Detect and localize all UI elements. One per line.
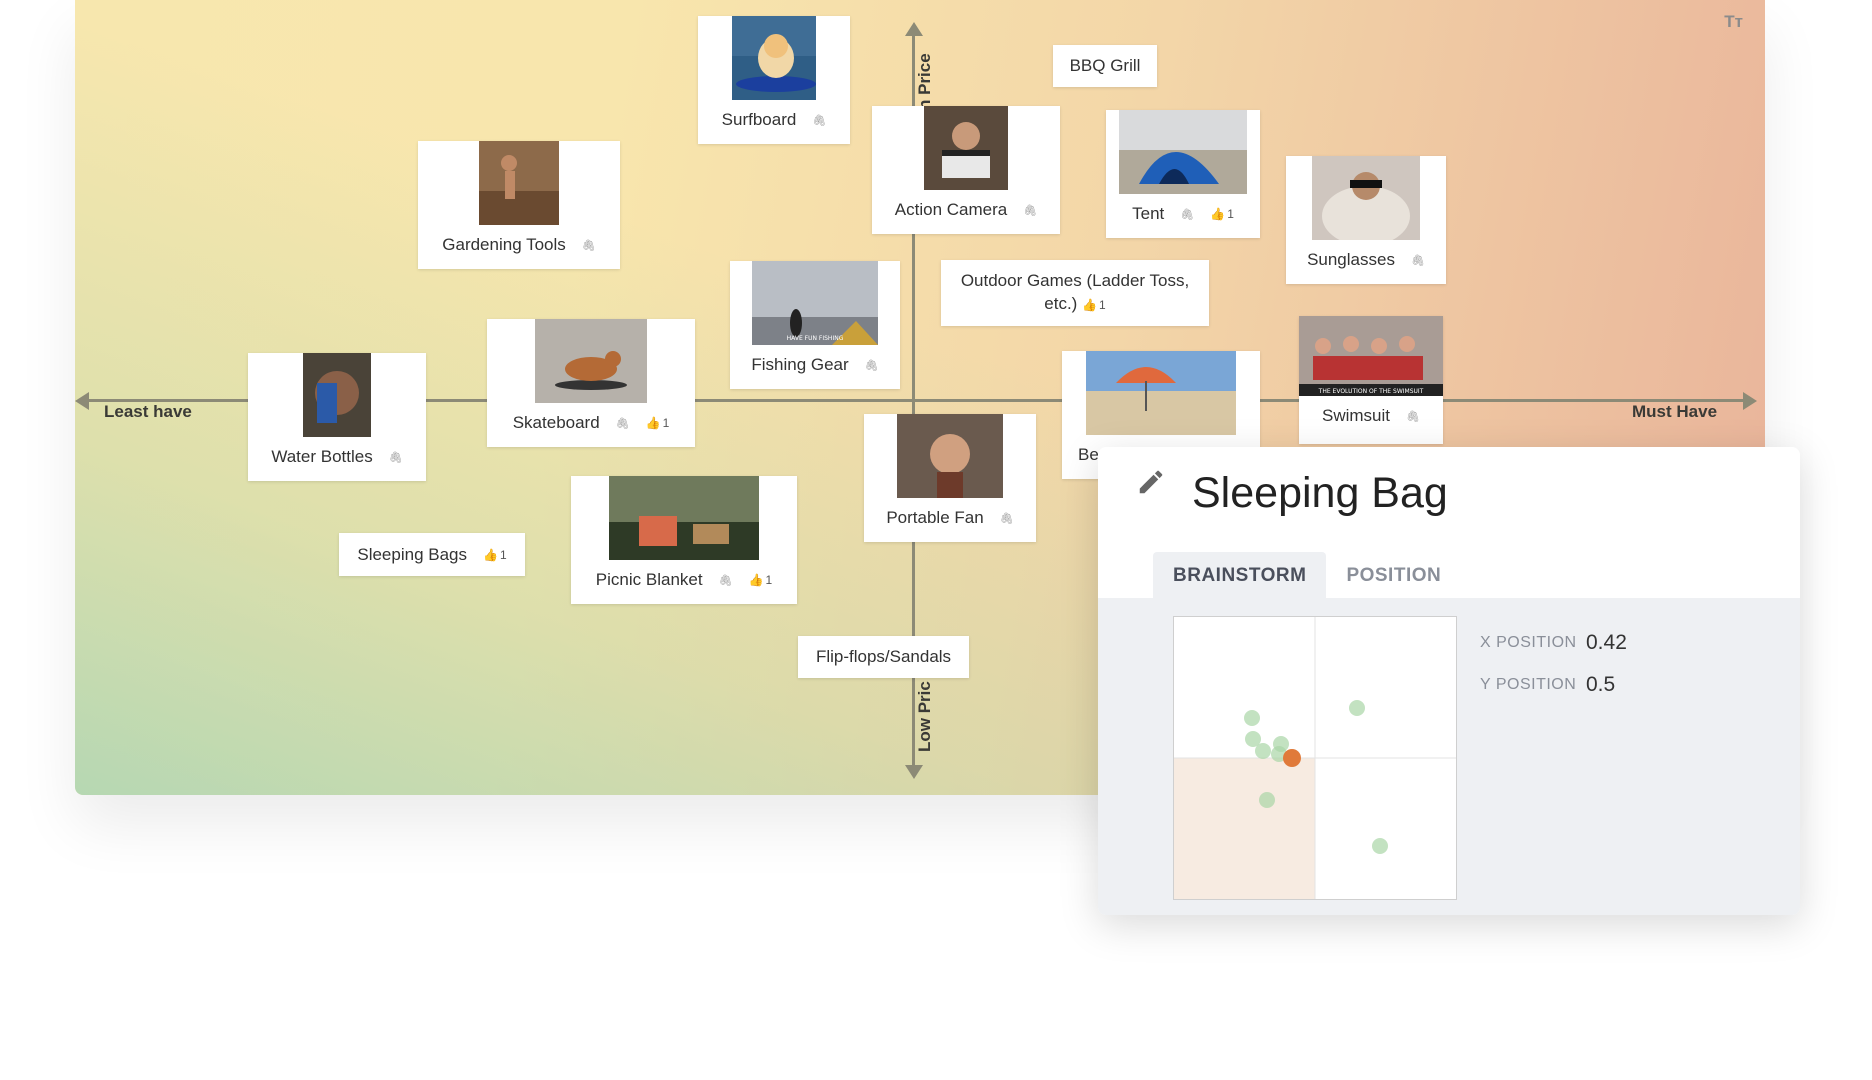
card-sleeping-bags[interactable]: Sleeping Bags 👍1	[339, 533, 525, 576]
thumbs-up-icon[interactable]: 👍1	[483, 547, 507, 562]
card-label: Swimsuit	[1322, 406, 1391, 425]
x-position-value: 0.42	[1586, 631, 1627, 654]
paperclip-icon[interactable]: 🖇	[1023, 204, 1038, 217]
other-item-dot	[1255, 743, 1271, 759]
card-label: Outdoor Games (Ladder Toss, etc.)	[960, 271, 1190, 313]
other-item-dot	[1372, 838, 1388, 854]
paperclip-icon[interactable]: 🖇	[812, 114, 827, 127]
swimsuit-image-caption: THE EVOLUTION OF THE SWIMSUIT	[1318, 388, 1424, 395]
card-label: Surfboard	[721, 110, 797, 129]
card-surfboard[interactable]: Surfboard 🖇	[698, 16, 850, 144]
x-position-label: X POSITION	[1480, 634, 1577, 651]
x-axis-line	[79, 399, 1751, 402]
card-flip-flops-sandals[interactable]: Flip-flops/Sandals	[798, 636, 969, 678]
card-label: BBQ Grill	[1069, 56, 1141, 75]
y-axis-line	[912, 30, 915, 770]
card-bbq-grill[interactable]: BBQ Grill	[1053, 45, 1157, 87]
action-camera-image	[924, 106, 1008, 190]
card-skateboard[interactable]: Skateboard 🖇 👍1	[487, 319, 695, 447]
card-label: Water Bottles	[271, 447, 373, 466]
x-axis-right-label: Must Have	[1632, 402, 1718, 421]
card-fishing-gear[interactable]: HAVE FUN FISHING Fishing Gear 🖇	[730, 261, 900, 389]
paperclip-icon[interactable]: 🖇	[864, 359, 879, 372]
prioritization-board[interactable]: Least have Must Have h Price Low Pric Tт…	[75, 0, 1765, 795]
other-item-dot	[1259, 792, 1275, 808]
card-action-camera[interactable]: Action Camera 🖇	[872, 106, 1060, 234]
card-outdoor-games[interactable]: Outdoor Games (Ladder Toss, etc.) 👍1	[941, 260, 1209, 326]
fishing-gear-image: HAVE FUN FISHING	[752, 261, 878, 345]
card-label: Skateboard	[512, 413, 600, 432]
gardening-tools-image	[479, 141, 559, 225]
other-item-dot	[1244, 710, 1260, 726]
paperclip-icon[interactable]: 🖇	[615, 417, 630, 430]
like-count: 1	[765, 573, 773, 587]
paperclip-icon[interactable]: 🖇	[581, 239, 596, 252]
font-size-toggle-icon[interactable]: Tт	[1724, 12, 1743, 31]
paperclip-icon[interactable]: 🖇	[1406, 410, 1420, 423]
highlighted-quadrant	[1174, 758, 1315, 899]
paperclip-icon[interactable]: 🖇	[999, 512, 1014, 525]
position-readout: X POSITION 0.42 Y POSITION 0.5	[1480, 622, 1627, 706]
card-label: Gardening Tools	[442, 235, 566, 254]
fishing-gear-image-caption: HAVE FUN FISHING	[787, 335, 844, 342]
panel-body: X POSITION 0.42 Y POSITION 0.5	[1098, 598, 1800, 915]
other-item-dot	[1245, 731, 1261, 747]
card-picnic-blanket[interactable]: Picnic Blanket 🖇 👍1	[571, 476, 797, 604]
card-gardening-tools[interactable]: Gardening Tools 🖇	[418, 141, 620, 269]
card-label: Picnic Blanket	[595, 570, 703, 589]
paperclip-icon[interactable]: 🖇	[1180, 208, 1195, 221]
card-label: Flip-flops/Sandals	[815, 647, 952, 666]
panel-tabs: BRAINSTORM POSITION	[1098, 552, 1800, 598]
thumbs-up-icon[interactable]: 👍1	[645, 416, 670, 430]
card-label: Portable Fan	[886, 508, 984, 527]
card-label: Be	[1078, 445, 1099, 464]
surfboard-image	[732, 16, 816, 100]
card-water-bottles[interactable]: Water Bottles 🖇	[248, 353, 426, 481]
card-label: Sleeping Bags	[357, 544, 467, 564]
thumbs-up-icon[interactable]: 👍1	[748, 573, 773, 587]
picnic-blanket-image	[609, 476, 759, 560]
card-tent[interactable]: Tent 🖇 👍1	[1106, 110, 1260, 238]
paperclip-icon[interactable]: 🖇	[1410, 254, 1425, 267]
sunglasses-image	[1312, 156, 1420, 240]
tab-brainstorm[interactable]: BRAINSTORM	[1153, 552, 1327, 598]
x-axis-right-arrow	[1743, 392, 1757, 410]
card-sunglasses[interactable]: Sunglasses 🖇	[1286, 156, 1446, 284]
like-count: 1	[662, 416, 670, 430]
swimsuit-image: THE EVOLUTION OF THE SWIMSUIT	[1299, 316, 1443, 396]
pencil-edit-icon[interactable]	[1136, 467, 1166, 497]
water-bottles-image	[303, 353, 371, 437]
item-title[interactable]: Sleeping Bag	[1192, 469, 1448, 517]
y-axis-up-arrow	[905, 22, 923, 36]
beach-umbrella-image	[1086, 351, 1236, 435]
thumbs-up-icon[interactable]: 👍1	[1082, 294, 1106, 317]
x-axis-left-label: Least have	[104, 402, 192, 421]
thumbs-up-icon[interactable]: 👍1	[1210, 207, 1234, 221]
x-axis-left-arrow	[75, 392, 89, 410]
card-portable-fan[interactable]: Portable Fan 🖇	[864, 414, 1036, 542]
tab-position[interactable]: POSITION	[1346, 565, 1442, 586]
position-minimap[interactable]	[1173, 616, 1457, 900]
like-count: 1	[1227, 207, 1234, 221]
paperclip-icon[interactable]: 🖇	[718, 574, 733, 587]
card-label: Tent	[1132, 204, 1165, 223]
card-swimsuit[interactable]: THE EVOLUTION OF THE SWIMSUIT Swimsuit 🖇	[1299, 316, 1443, 444]
y-axis-down-arrow	[905, 765, 923, 779]
y-position-label: Y POSITION	[1480, 676, 1577, 693]
like-count: 1	[499, 547, 507, 562]
card-label: Sunglasses	[1307, 250, 1395, 269]
other-item-dot	[1349, 700, 1365, 716]
current-item-dot[interactable]	[1283, 749, 1301, 767]
skateboard-image	[535, 319, 647, 403]
y-axis-bottom-label: Low Pric	[915, 681, 934, 752]
like-count: 1	[1099, 298, 1106, 312]
card-label: Action Camera	[894, 200, 1008, 219]
item-detail-panel: Sleeping Bag BRAINSTORM POSITION X POSIT…	[1098, 447, 1800, 915]
paperclip-icon[interactable]: 🖇	[388, 451, 403, 464]
card-label: Fishing Gear	[751, 355, 849, 374]
y-axis-top-label: h Price	[915, 53, 934, 110]
tent-image	[1119, 110, 1247, 194]
y-position-value: 0.5	[1586, 673, 1616, 696]
portable-fan-image	[897, 414, 1003, 498]
